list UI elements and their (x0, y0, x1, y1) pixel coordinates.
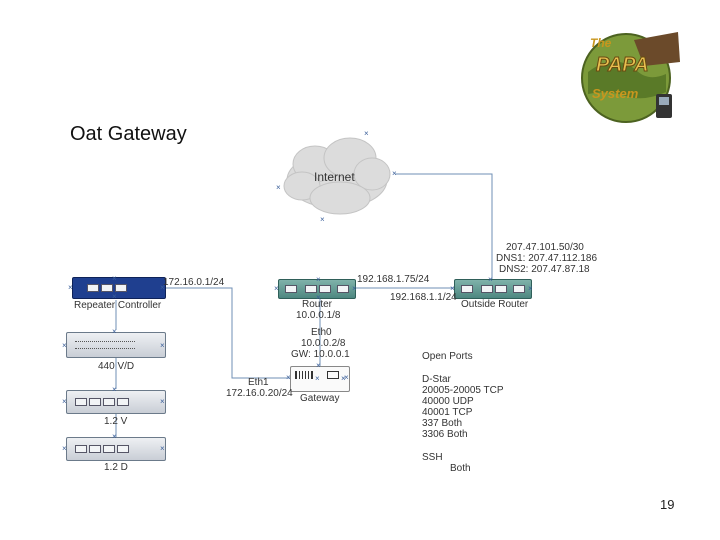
ports-line-1: D-Star (422, 374, 451, 385)
router-device (278, 279, 356, 299)
x-marker-icon: × (528, 284, 533, 293)
ports-line-3: 40000 UDP (422, 396, 474, 407)
port-icon (461, 285, 473, 293)
outside-router-wan-1: 207.47.101.50/30 (506, 242, 584, 253)
router-inner-ip: 10.0.0.1/8 (296, 310, 341, 321)
outside-router-wan-3: DNS2: 207.47.87.18 (499, 264, 590, 275)
papa-system-logo: The PAPA System (574, 22, 686, 126)
gateway-eth1-line-2: 172.16.0.20/24 (226, 388, 293, 399)
outside-router-device (454, 279, 532, 299)
x-marker-icon: × (316, 275, 321, 284)
router-label: Router (302, 299, 333, 310)
ports-line-4: 40001 TCP (422, 407, 473, 418)
repeater-controller-label: Repeater Controller (74, 300, 162, 311)
port-icon (513, 285, 525, 293)
outside-router-wan-2: DNS1: 207.47.112.186 (496, 253, 598, 264)
port-icon (103, 445, 115, 453)
radio-12v-label: 1.2 V (104, 416, 128, 427)
outside-router-label: Outside Router (461, 299, 529, 310)
x-marker-icon: × (488, 275, 493, 284)
x-marker-icon: × (341, 374, 346, 383)
globe-logo-icon (581, 32, 680, 123)
port-icon (481, 285, 493, 293)
radio-12d-label: 1.2 D (104, 462, 128, 473)
cloud-icon (283, 137, 391, 215)
ports-line-2: 20005-20005 TCP (422, 385, 504, 396)
port-icon (117, 445, 129, 453)
x-marker-icon: × (320, 215, 325, 224)
port-icon (117, 398, 129, 406)
internet-label: Internet (314, 170, 355, 184)
gateway-eth0-line-3: GW: 10.0.0.1 (291, 349, 350, 360)
x-marker-icon: × (316, 361, 321, 370)
port-icon (75, 398, 87, 406)
radio-440-label: 440 V/D (98, 361, 135, 372)
router-outer-ip: 192.168.1.75/24 (357, 274, 430, 285)
x-marker-icon: × (276, 183, 281, 192)
port-icon (87, 284, 99, 292)
repeater-controller-ip: 172.16.0.1/24 (163, 277, 225, 288)
x-marker-icon: × (112, 385, 117, 394)
port-icon (337, 285, 349, 293)
gateway-eth1-line-1: Eth1 (248, 377, 269, 388)
gateway-eth0-line-2: 10.0.0.2/8 (301, 338, 346, 349)
x-marker-icon: × (62, 341, 67, 350)
x-marker-icon: × (286, 373, 291, 382)
radio-display (75, 341, 135, 349)
internet-cloud: Internet × × × × (276, 130, 397, 224)
port-icon (495, 285, 507, 293)
x-marker-icon: × (112, 327, 117, 336)
page-number: 19 (660, 497, 675, 512)
logo-the: The (590, 36, 612, 50)
port-icon (89, 445, 101, 453)
port-icon (319, 285, 331, 293)
radio-12d-device (66, 437, 166, 461)
x-marker-icon: × (112, 274, 117, 283)
link-controller-gateway (165, 287, 290, 379)
x-marker-icon: × (450, 284, 455, 293)
x-marker-icon: × (344, 373, 349, 382)
port-icon (285, 285, 297, 293)
port-icon (75, 445, 87, 453)
logo-papa: PAPA (596, 54, 650, 77)
x-marker-icon: × (274, 284, 279, 293)
radio-440-device (66, 332, 166, 358)
x-marker-icon: × (160, 397, 165, 406)
logo-system: System (592, 86, 639, 101)
x-marker-icon: × (68, 283, 73, 292)
x-marker-icon: × (392, 169, 397, 178)
ports-line-5: 337 Both (422, 418, 463, 429)
ports-heading: Open Ports (422, 351, 473, 362)
gateway-label: Gateway (300, 393, 340, 404)
x-marker-icon: × (112, 292, 117, 301)
x-marker-icon: × (352, 284, 357, 293)
x-marker-icon: × (316, 293, 321, 302)
x-marker-icon: × (62, 397, 67, 406)
link-outside-internet (395, 173, 493, 280)
radio-12v-device (66, 390, 166, 414)
x-marker-icon: × (160, 283, 165, 292)
x-marker-icon: × (160, 444, 165, 453)
port-icon (115, 284, 127, 292)
x-marker-icon: × (112, 432, 117, 441)
x-marker-icon: × (160, 341, 165, 350)
port-icon (305, 285, 317, 293)
ports-line-6: 3306 Both (422, 429, 468, 440)
ports-ssh: SSH (422, 452, 443, 463)
x-marker-icon: × (315, 374, 320, 383)
port-icon (103, 398, 115, 406)
port-icon (101, 284, 113, 292)
x-marker-icon: × (364, 129, 369, 138)
outside-router-inner-ip: 192.168.1.1/24 (390, 292, 457, 303)
port-icon (89, 398, 101, 406)
slide-title: Oat Gateway (70, 123, 187, 145)
vent-icon (295, 371, 313, 379)
drive-icon (327, 371, 339, 379)
gateway-device: × × (290, 366, 350, 392)
ports-ssh-proto: Both (450, 463, 471, 474)
gateway-eth0-line-1: Eth0 (311, 327, 332, 338)
x-marker-icon: × (62, 444, 67, 453)
repeater-controller-device (72, 277, 166, 299)
